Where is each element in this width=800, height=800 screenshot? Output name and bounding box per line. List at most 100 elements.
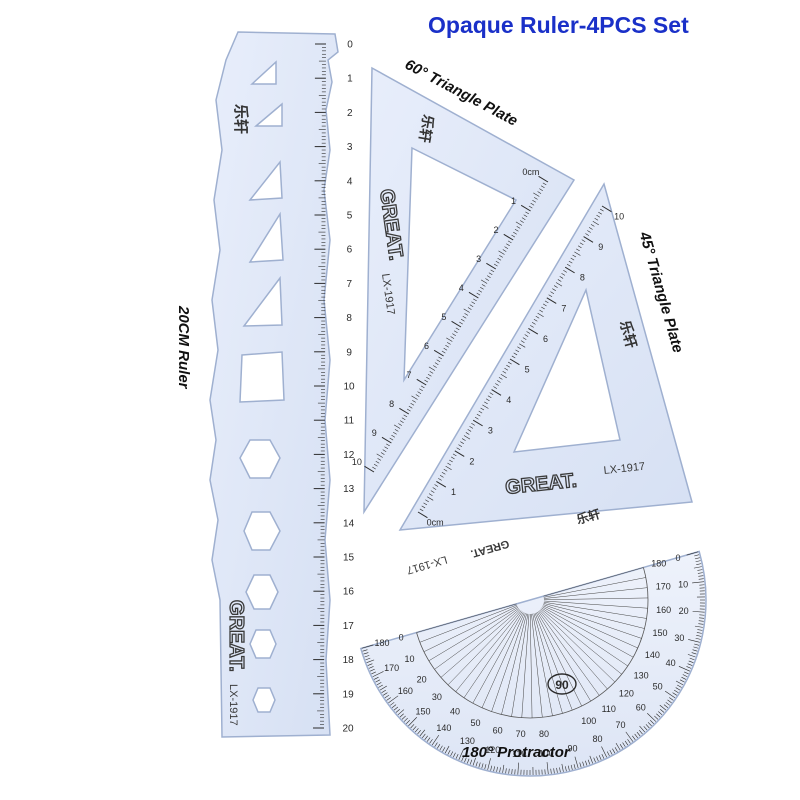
- protractor-outer-label: 20: [679, 606, 689, 616]
- triangle-45-tick: [592, 221, 599, 226]
- triangle-60-tick: [481, 284, 486, 287]
- triangle-60-tick: [382, 449, 387, 452]
- triangle-45-tick: [495, 383, 499, 386]
- triangle-45-tick: [576, 248, 580, 252]
- triangle-45-tick: [427, 496, 434, 501]
- triangle-45-tick: [456, 447, 461, 451]
- protractor-tick: [695, 637, 701, 640]
- protractor-radial: [463, 611, 523, 698]
- protractor-chinese-mark: 乐轩: [575, 506, 602, 527]
- triangle-cutout: [242, 275, 283, 327]
- triangle-45-tick: [524, 334, 529, 337]
- triangle-60-tick: [391, 434, 396, 438]
- ruler-label: 4: [347, 176, 353, 187]
- triangle-60-tick: [499, 255, 503, 258]
- triangle-60-tick: [380, 452, 385, 455]
- protractor-tick: [696, 563, 702, 565]
- protractor-tick: [615, 742, 621, 751]
- triangle-60-label: 7: [407, 370, 412, 380]
- protractor-tick: [598, 755, 602, 760]
- triangle-45-tick: [487, 395, 492, 399]
- protractor-tick: [647, 713, 657, 722]
- triangle-45-tick: [482, 404, 489, 409]
- protractor-outer-label: 110: [512, 749, 526, 759]
- protractor-inner-label: 30: [432, 692, 442, 702]
- triangle-45-label: 4: [506, 395, 511, 405]
- triangle-45-tick: [474, 416, 479, 420]
- protractor-tick: [678, 666, 690, 672]
- protractor-tick: [496, 766, 498, 772]
- triangle-60-tick: [521, 217, 526, 220]
- triangle-45-tick: [577, 245, 582, 249]
- protractor-tick: [371, 671, 377, 675]
- protractor-outer-label: 170: [384, 663, 399, 673]
- protractor-tick: [654, 715, 659, 720]
- triangle-60-tick: [540, 185, 545, 189]
- protractor-tick: [565, 766, 567, 772]
- hexagon-cutout: [239, 439, 281, 479]
- protractor-tick: [431, 734, 440, 746]
- triangle-60-tick: [450, 336, 455, 339]
- triangle-60-tick: [427, 373, 432, 377]
- triangle-45-tick: [438, 478, 442, 481]
- protractor-outer-label: 70: [616, 720, 626, 730]
- triangle-45-tick: [572, 254, 577, 258]
- protractor-tick: [390, 702, 395, 706]
- protractor-tick: [687, 663, 693, 666]
- protractor-outer-label: 90: [567, 744, 577, 754]
- protractor-inner-label: 20: [417, 674, 427, 684]
- ruler-label: 15: [343, 553, 355, 564]
- protractor-tick: [368, 666, 374, 669]
- ruler-model: LX-1917: [227, 684, 239, 726]
- triangle-60-label: 5: [441, 312, 446, 322]
- protractor-tick: [609, 749, 613, 755]
- triangle-60-tick: [464, 313, 469, 316]
- triangle-60-tick: [498, 250, 505, 255]
- protractor-radial: [428, 606, 519, 661]
- triangle-60-tick: [401, 417, 406, 421]
- protractor-tick: [692, 611, 705, 613]
- protractor-tick: [672, 692, 677, 696]
- triangle-45-tick: [554, 285, 558, 288]
- protractor-tick: [366, 659, 375, 663]
- triangle-45-label: 3: [488, 426, 493, 436]
- protractor-outer-label: 40: [666, 658, 676, 668]
- triangle-45-tick: [441, 471, 446, 475]
- ruler-label: 14: [343, 518, 355, 529]
- protractor-tick: [384, 694, 390, 699]
- protractor-tick: [589, 755, 593, 764]
- protractor-tick: [639, 730, 643, 735]
- protractor-tick: [669, 697, 674, 701]
- protractor-tick: [681, 676, 687, 680]
- protractor-radial: [416, 603, 517, 633]
- protractor-tick: [634, 733, 638, 739]
- triangle-60-tick: [381, 436, 392, 444]
- triangle-60-tick: [453, 330, 458, 334]
- protractor-tick: [373, 676, 379, 680]
- triangle-45-tick: [517, 346, 521, 350]
- triangle-cutout: [248, 159, 283, 201]
- triangle-45-tick: [570, 257, 575, 261]
- triangle-60-tick: [511, 234, 516, 238]
- protractor-radial: [543, 600, 648, 609]
- protractor-model: LX-1917: [405, 553, 448, 576]
- ruler-label: 16: [343, 587, 355, 598]
- triangle-45-tick: [533, 318, 538, 322]
- ruler-label: 1: [347, 74, 353, 85]
- protractor-tick: [408, 717, 417, 727]
- triangle-45-tick: [552, 288, 556, 291]
- triangle-45-tick: [537, 312, 544, 317]
- triangle-60-tick: [476, 292, 481, 296]
- triangle-45-tick: [500, 374, 507, 379]
- triangle-60-tick: [516, 226, 521, 229]
- triangle-45-tick: [423, 502, 428, 506]
- protractor-tick: [453, 752, 456, 758]
- triangle-45-tick: [458, 444, 463, 447]
- triangle-60-tick: [411, 395, 418, 400]
- protractor-radial: [535, 612, 582, 707]
- protractor-tick: [691, 652, 697, 655]
- triangle-60-model: LX-1917: [379, 273, 397, 316]
- protractor-scale: 0102030405060708090100110120130140150160…: [361, 551, 705, 775]
- protractor-radial: [455, 610, 522, 692]
